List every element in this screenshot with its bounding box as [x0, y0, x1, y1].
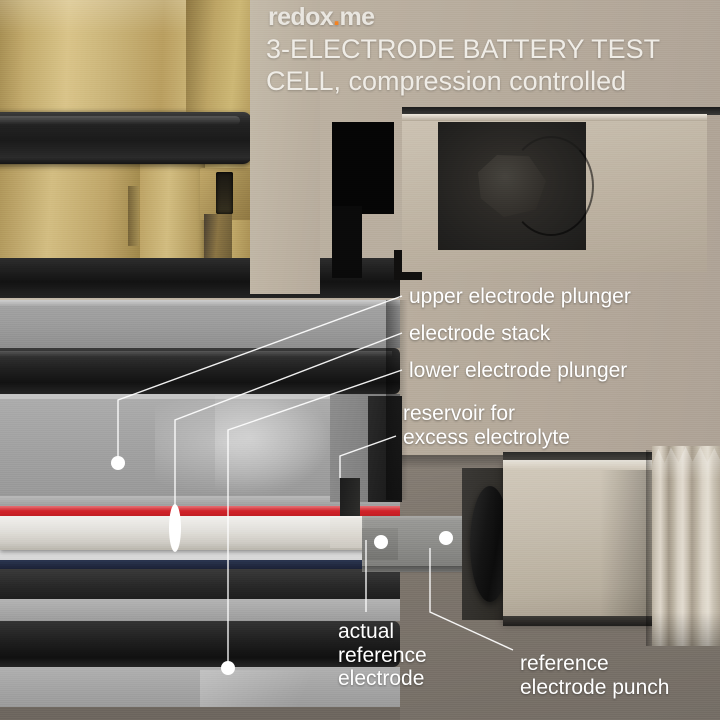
label-upper-electrode-plunger: upper electrode plunger [409, 285, 631, 308]
knurled-grip-bottom-shade [652, 612, 720, 646]
knurled-grip-shadow [646, 450, 654, 646]
bolt-arc-shadow [508, 136, 594, 236]
brand-logo: redox.me [268, 3, 375, 32]
label-actual-reference-electrode: actual reference electrode [338, 620, 427, 691]
lower-plunger-specular [200, 670, 360, 708]
dark-notch-lower [332, 206, 362, 278]
stack-cylinder-highlight [215, 396, 333, 500]
cap-plate-dark-edge [402, 107, 720, 115]
label-lower-electrode-plunger: lower electrode plunger [409, 359, 628, 382]
brand-name-main: redox [268, 3, 334, 31]
punch-body-shadow [600, 470, 658, 620]
figure-title-line-1: 3-ELECTRODE BATTERY TEST [266, 34, 661, 64]
upper-plunger-highlight [0, 300, 400, 306]
punch-body-bottom-edge [503, 616, 655, 626]
label-reservoir-for-excess-electrolyte: reservoir for excess electrolyte [403, 402, 570, 449]
label-reference-electrode-punch: reference electrode punch [520, 652, 670, 699]
punch-body-top-edge [503, 452, 655, 461]
anode-layer [0, 560, 400, 569]
lower-plunger-shoulder [0, 599, 400, 621]
lower-dark-spacer [0, 569, 400, 599]
figure-title-line-2: CELL, compression controlled [266, 65, 627, 96]
punch-shaft-shadow [362, 566, 484, 574]
cell-body-column [250, 0, 320, 294]
knurled-grip [652, 446, 720, 646]
punch-body-highlight [503, 460, 655, 470]
upper-dark-spacer-highlight [0, 351, 392, 357]
black-clamp-bar [0, 112, 252, 164]
black-clamp-bar-highlight [0, 116, 240, 125]
stack-right-shadow [386, 300, 408, 500]
brand-name-suffix: me [339, 3, 375, 31]
reference-electrode-punch-body [503, 460, 655, 622]
label-electrode-stack: electrode stack [409, 322, 551, 345]
dark-notch-upper [332, 122, 394, 214]
brass-groove [128, 186, 139, 246]
punch-shaft-notch [362, 528, 398, 560]
brass-slot-cutout [216, 172, 233, 214]
upper-plunger-body [0, 300, 400, 348]
figure-title: 3-ELECTRODE BATTERY TEST CELL, compressi… [266, 34, 716, 97]
lower-electrode-plunger-part [0, 667, 400, 707]
base-plate [0, 707, 400, 720]
brand-dot-icon: . [333, 3, 340, 31]
cap-plate-highlight [402, 114, 707, 121]
